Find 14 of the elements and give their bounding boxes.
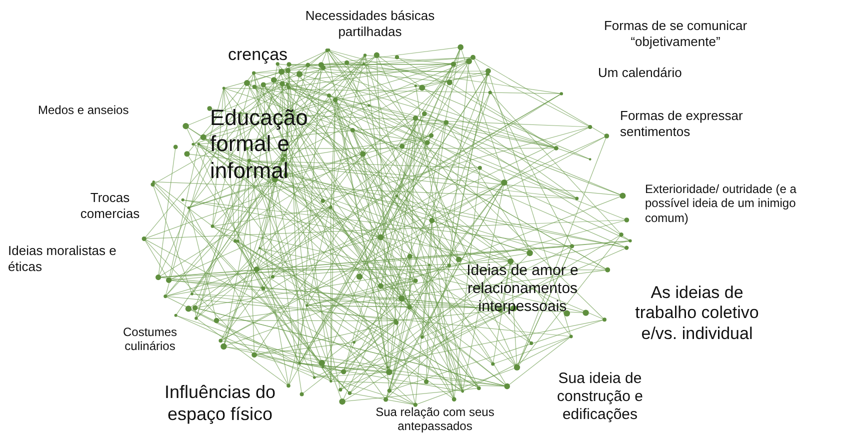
topic-label: Exterioridade/ outridade (e a possível ideia de um inimigo comum) bbox=[645, 182, 798, 226]
topic-label: Um calendário bbox=[598, 65, 683, 81]
topic-label: Trocas comercias bbox=[79, 190, 141, 222]
topic-label: crenças bbox=[228, 45, 289, 66]
topic-label: Influências do espaço físico bbox=[163, 382, 277, 426]
topic-label: Medos e anseios bbox=[38, 103, 130, 118]
topic-label: Formas de expressar sentimentos bbox=[620, 108, 744, 140]
topic-label: Sua relação com seus antepassados bbox=[374, 405, 496, 434]
topic-label: Formas de se comunicar “objetivamente” bbox=[602, 18, 748, 50]
topic-label: Necessidades básicas partilhadas bbox=[304, 8, 436, 40]
topic-label: Ideias moralistas e éticas bbox=[8, 243, 118, 274]
topic-label: Sua ideia de construção e edificações bbox=[556, 370, 644, 424]
topic-label: Costumes culinários bbox=[122, 325, 178, 354]
topic-label: As ideias de trabalho coletivo e/vs. individual bbox=[634, 283, 760, 344]
